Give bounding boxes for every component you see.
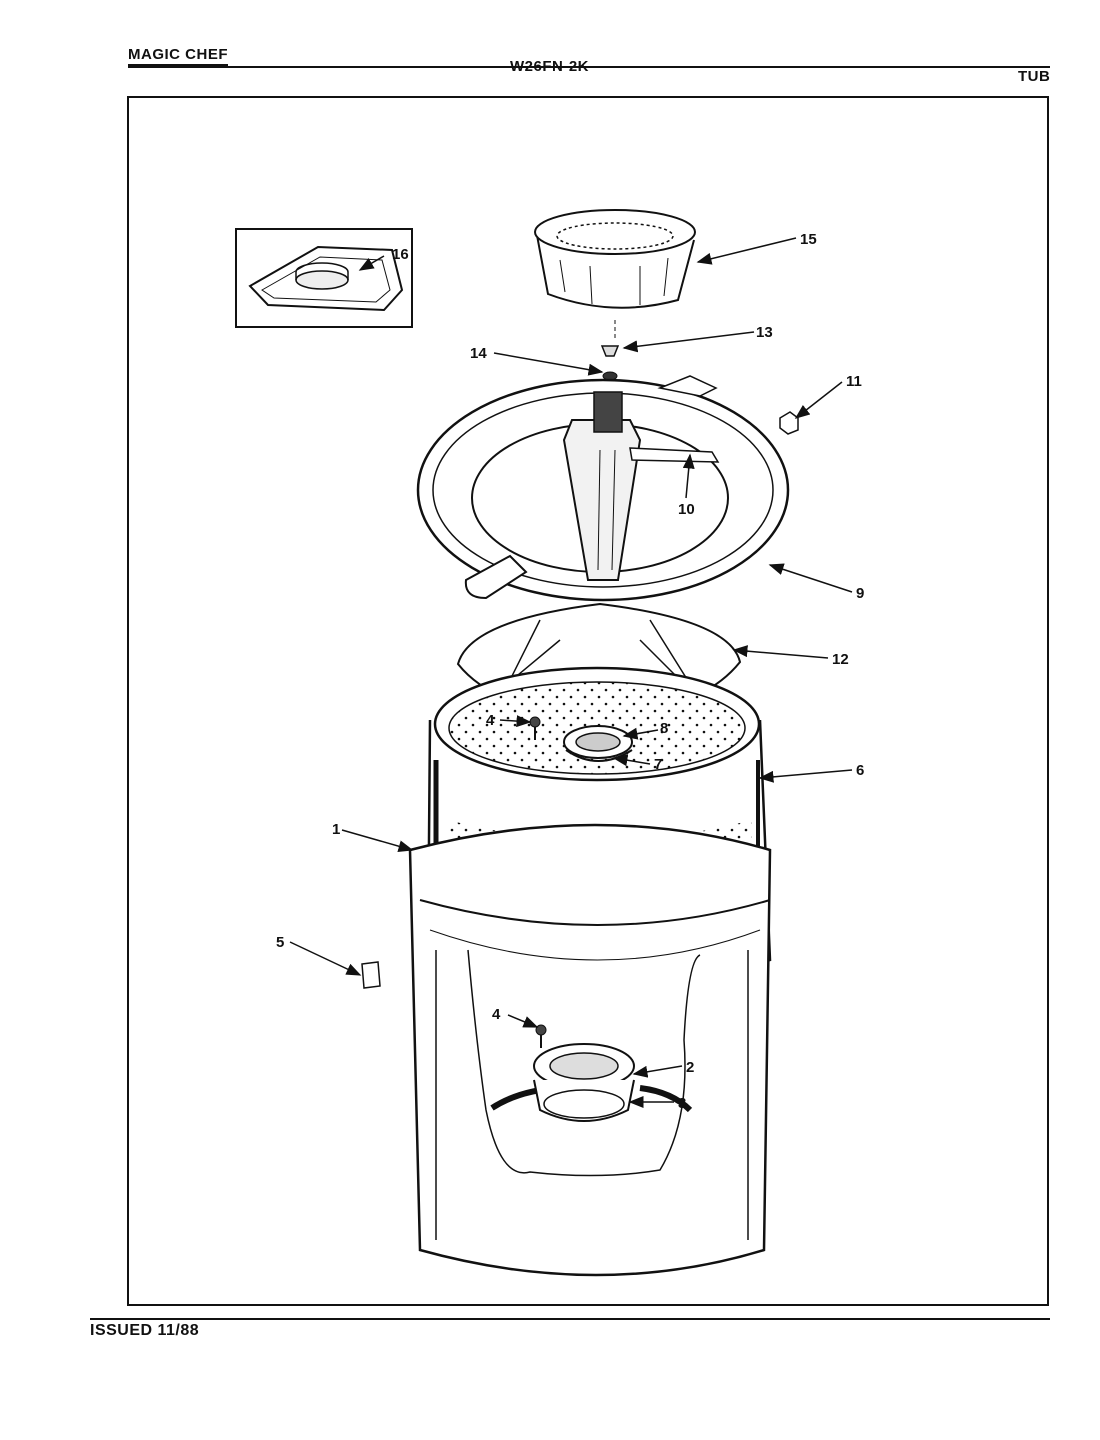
callout-6: 6 [856,762,864,779]
callout-7: 7 [654,756,662,773]
callout-3: 3 [678,1095,686,1112]
part-13-14-fasteners [600,345,620,381]
callout-1: 1 [332,821,340,838]
callout-8: 8 [660,720,668,737]
part-7-8-hub [563,725,633,762]
footer-rule [90,1318,1050,1320]
part-4-screw-lower [535,1024,547,1048]
header-rule [128,66,1050,68]
model-number: W26FN-2K [510,58,590,75]
issued-date: ISSUED 11/88 [90,1322,200,1339]
callout-10: 10 [678,501,695,518]
part-16-inset [235,228,413,328]
callout-16: 16 [392,246,409,263]
brand-label: MAGIC CHEF [128,46,228,66]
callout-5: 5 [276,934,284,951]
callout-14: 14 [470,345,487,362]
diagram-border [127,96,1049,1306]
callout-4-upper: 4 [486,712,495,729]
callout-9: 9 [856,585,864,602]
part-2-3-lower-hub [533,1043,635,1122]
part-11-clip [779,411,799,435]
callout-2: 2 [686,1059,694,1076]
callout-12: 12 [832,651,849,668]
callout-11: 11 [846,373,862,390]
part-5-label [361,961,381,989]
callout-numbers: 15 13 14 11 16 10 9 12 4 8 7 6 1 5 4 2 3 [276,231,864,1112]
callout-15: 15 [800,231,817,248]
callout-4-lower: 4 [492,1006,501,1023]
leader-lines [289,237,853,1108]
part-15-cap [534,209,696,309]
section-title: TUB [1018,68,1051,85]
callout-13: 13 [756,324,773,341]
part-10-agitator [562,391,720,581]
